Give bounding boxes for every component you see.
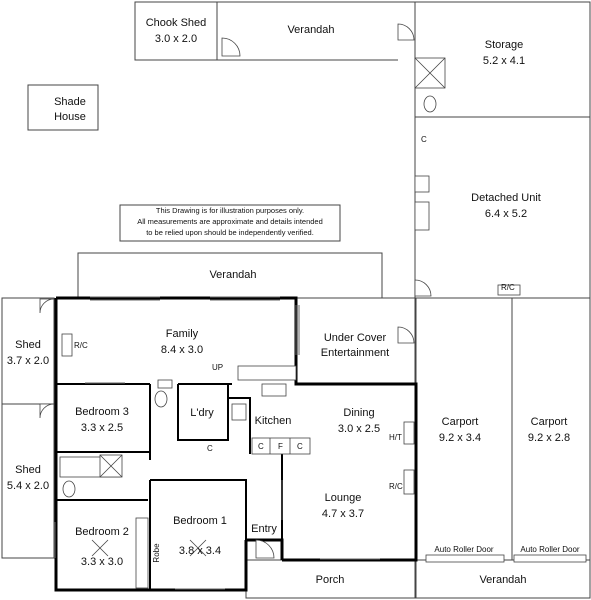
bedroom2-name: Bedroom 2 [75, 526, 129, 538]
carport2-name: Carport [531, 416, 568, 428]
under-cover-line2: Entertainment [321, 347, 389, 359]
detached-unit-size: 6.4 x 5.2 [485, 208, 527, 220]
disclaimer-line3: to be relied upon should be independentl… [146, 228, 314, 237]
room-labels: Chook Shed 3.0 x 2.0 Verandah Storage 5.… [7, 17, 570, 586]
family-name: Family [166, 328, 199, 340]
disclaimer-line1: This Drawing is for illustration purpose… [156, 206, 304, 215]
shed-left-2-size: 5.4 x 2.0 [7, 480, 49, 492]
c-label-laundry: C [207, 444, 213, 453]
carport1-name: Carport [442, 416, 479, 428]
shade-house-line2: House [54, 111, 86, 123]
family-size: 8.4 x 3.0 [161, 344, 203, 356]
auto-roller-door-1: Auto Roller Door [434, 545, 493, 554]
bedroom1-name: Bedroom 1 [173, 515, 227, 527]
c-label-kitchen-1: C [258, 442, 264, 451]
entry-name: Entry [251, 523, 277, 535]
rc-label-family: R/C [74, 341, 88, 350]
dining-name: Dining [343, 407, 374, 419]
bedroom2-size: 3.3 x 3.0 [81, 556, 123, 568]
up-label: UP [212, 363, 223, 372]
fixtures [39, 23, 587, 589]
auto-roller-door-2: Auto Roller Door [520, 545, 579, 554]
kitchen-name: Kitchen [255, 415, 292, 427]
windows [54, 296, 380, 590]
dining-size: 3.0 x 2.5 [338, 423, 380, 435]
f-label-kitchen: F [278, 442, 283, 451]
under-cover-line1: Under Cover [324, 332, 387, 344]
rc-label-unit: R/C [501, 283, 515, 292]
storage-name: Storage [485, 39, 524, 51]
fixture-labels: R/C R/C R/C UP C C C F C H/T Robe Auto R… [74, 135, 580, 563]
shed-left-1-name: Shed [15, 339, 41, 351]
lounge-name: Lounge [325, 492, 362, 504]
laundry-name: L'dry [190, 407, 214, 419]
shed-left-1-size: 3.7 x 2.0 [7, 355, 49, 367]
chook-shed-size: 3.0 x 2.0 [155, 33, 197, 45]
verandah-bottom-name: Verandah [479, 574, 526, 586]
shade-house-line1: Shade [54, 96, 86, 108]
chook-shed-name: Chook Shed [146, 17, 207, 29]
lounge-size: 4.7 x 3.7 [322, 508, 364, 520]
bedroom3-name: Bedroom 3 [75, 406, 129, 418]
storage-size: 5.2 x 4.1 [483, 55, 525, 67]
porch-name: Porch [316, 574, 345, 586]
carport1-size: 9.2 x 3.4 [439, 432, 481, 444]
robe-label: Robe [152, 543, 161, 563]
bedroom3-size: 3.3 x 2.5 [81, 422, 123, 434]
c-label-unit: C [421, 135, 427, 144]
shed-left-2-name: Shed [15, 464, 41, 476]
verandah-mid-name: Verandah [209, 269, 256, 281]
detached-unit-name: Detached Unit [471, 192, 541, 204]
bedroom1-size: 3.8 x 3.4 [179, 545, 221, 557]
rc-label-lounge: R/C [389, 482, 403, 491]
disclaimer-line2: All measurements are approximate and det… [137, 217, 323, 226]
carport2-size: 9.2 x 2.8 [528, 432, 570, 444]
c-label-kitchen-2: C [297, 442, 303, 451]
ht-label: H/T [389, 433, 402, 442]
verandah-top-name: Verandah [287, 24, 334, 36]
